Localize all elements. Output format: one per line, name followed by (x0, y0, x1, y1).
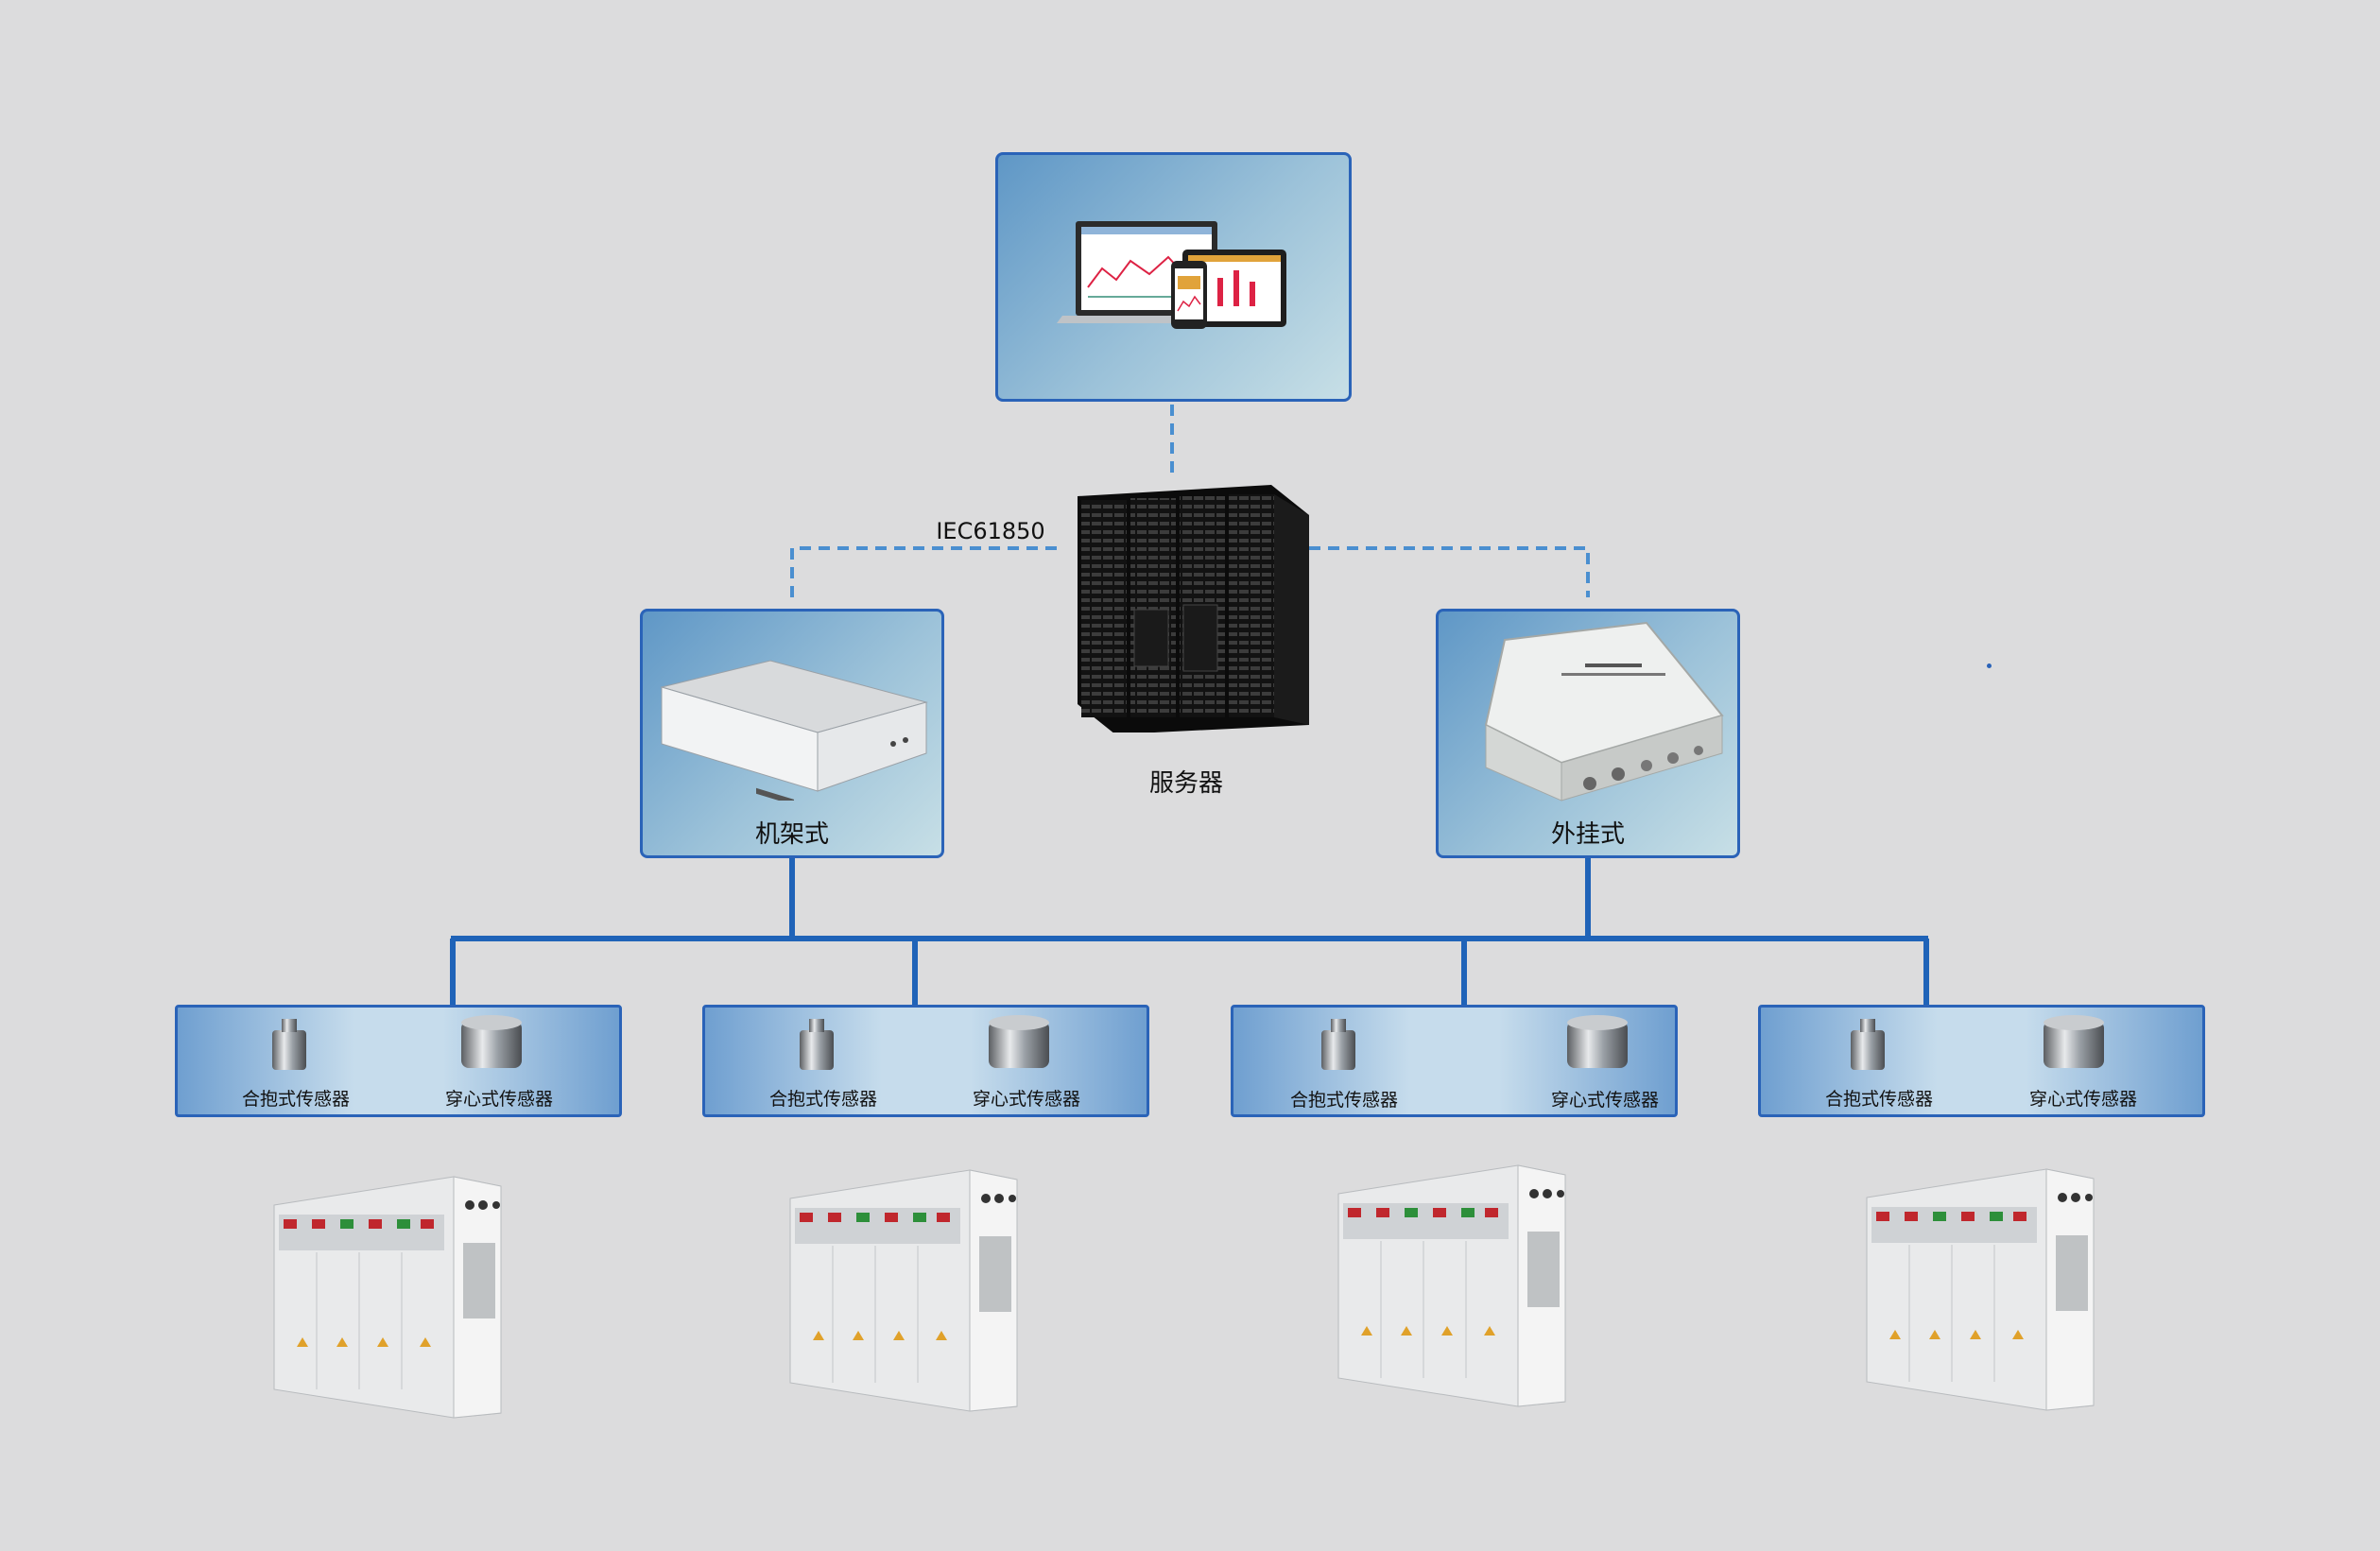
through-sensor-label: 穿心式传感器 (444, 1089, 554, 1110)
server-label: 服务器 (1148, 769, 1224, 798)
dashed-link-server-external (1309, 546, 1590, 597)
external-device-panel (1436, 609, 1740, 858)
protocol-label: IEC61850 (936, 518, 1045, 544)
marker-dot (1987, 663, 1992, 668)
through-sensor-label: 穿心式传感器 (2028, 1089, 2138, 1110)
clamp-sensor-label: 合抱式传感器 (1289, 1090, 1399, 1111)
rack-unit-side (817, 701, 927, 792)
external-box-front (1561, 715, 1723, 801)
sensor-group-1 (175, 1005, 622, 1117)
sensor-group-4 (1758, 1005, 2205, 1117)
rack-device-panel (640, 609, 944, 858)
client-panel (995, 152, 1352, 402)
rack-device-label: 机架式 (754, 820, 830, 849)
server-icon (1078, 485, 1309, 732)
external-box-illustration (1484, 621, 1724, 801)
sensor-group-2 (702, 1005, 1149, 1117)
clamp-sensor-label: 合抱式传感器 (768, 1089, 878, 1110)
clamp-sensor-label: 合抱式传感器 (241, 1089, 351, 1110)
external-device-label: 外挂式 (1550, 820, 1626, 849)
client-devices-illustration (1057, 221, 1286, 329)
through-sensor-label: 穿心式传感器 (1550, 1090, 1660, 1111)
through-sensor-label: 穿心式传感器 (972, 1089, 1081, 1110)
dashed-link-rack-server (790, 546, 1059, 597)
clamp-sensor-label: 合抱式传感器 (1824, 1089, 1934, 1110)
rack-unit-illustration (660, 660, 928, 801)
